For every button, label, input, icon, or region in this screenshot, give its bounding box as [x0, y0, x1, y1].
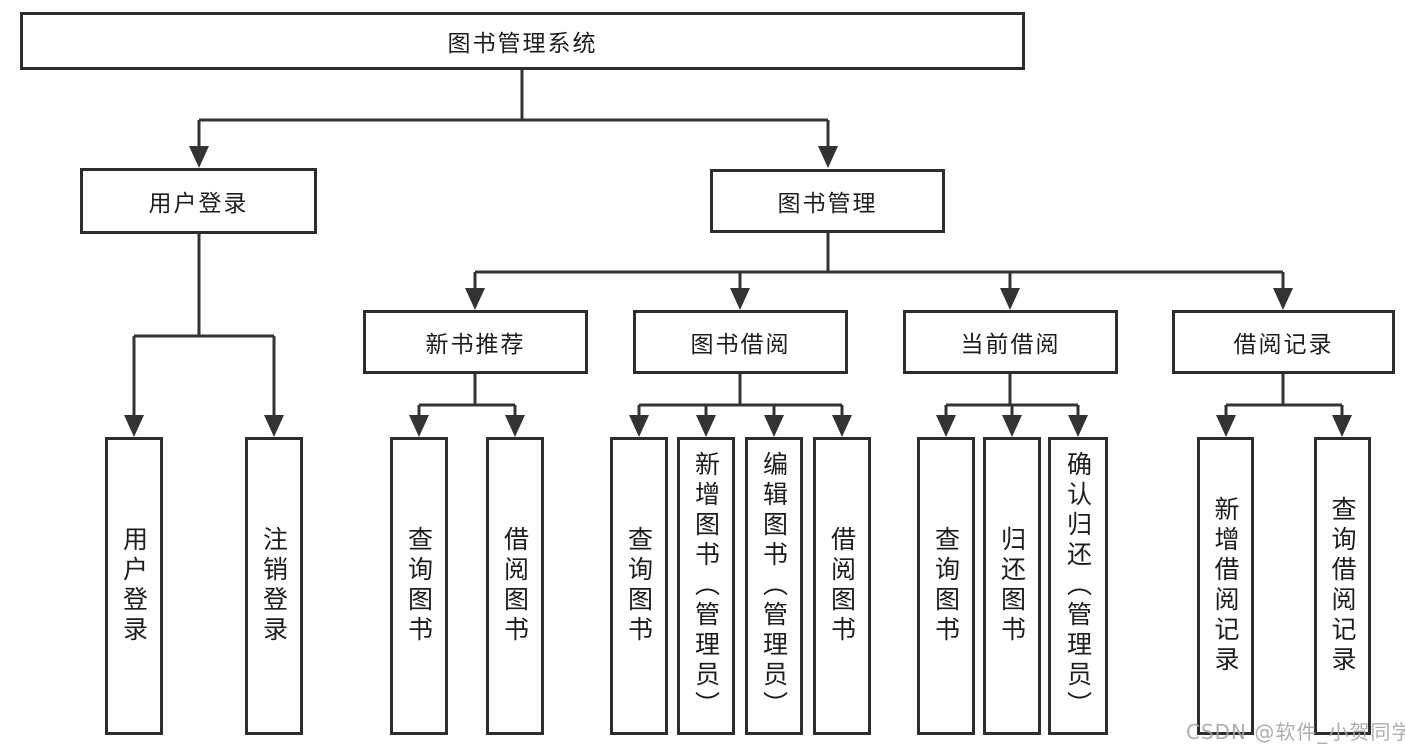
leaf-add-book-admin-label: 新增图书（管理员）: [691, 451, 721, 721]
leaf-borrow-books-2: 借阅图书: [813, 437, 871, 735]
leaf-edit-book-admin-label: 编辑图书（管理员）: [759, 451, 789, 721]
leaf-query-borrow-record-label: 查询借阅记录: [1328, 496, 1357, 676]
leaf-confirm-return-admin: 确认归还（管理员）: [1048, 437, 1108, 735]
arrowheads: [124, 146, 1352, 437]
node-user-login-label: 用户登录: [148, 191, 249, 217]
node-book-management: 图书管理: [710, 169, 945, 233]
leaf-confirm-return-admin-label: 确认归还（管理员）: [1063, 451, 1093, 721]
node-book-management-label: 图书管理: [777, 191, 878, 217]
leaf-query-books-3-label: 查询图书: [931, 526, 961, 646]
node-current-borrowing: 当前借阅: [903, 310, 1118, 374]
leaf-logout: 注销登录: [245, 437, 303, 735]
leaf-add-borrow-record-label: 新增借阅记录: [1211, 496, 1240, 676]
node-new-book-recommendation: 新书推荐: [363, 310, 588, 374]
leaf-query-books-1-label: 查询图书: [404, 526, 434, 646]
leaf-query-books-2: 查询图书: [610, 437, 668, 735]
node-book-borrowing: 图书借阅: [633, 310, 848, 374]
watermark: CSDN @软件_小贺同学: [1186, 720, 1405, 744]
leaf-user-login-label: 用户登录: [119, 526, 149, 646]
node-user-login: 用户登录: [80, 168, 317, 234]
leaf-borrow-books-1-label: 借阅图书: [500, 526, 530, 646]
leaf-query-books-1: 查询图书: [390, 437, 448, 735]
node-root-label: 图书管理系统: [447, 31, 598, 57]
leaf-query-books-3: 查询图书: [917, 437, 975, 735]
node-new-book-recommendation-label: 新书推荐: [425, 332, 526, 358]
node-root: 图书管理系统: [20, 12, 1025, 70]
leaf-logout-label: 注销登录: [259, 526, 289, 646]
leaf-borrow-books-2-label: 借阅图书: [827, 526, 857, 646]
leaf-return-book: 归还图书: [983, 437, 1041, 735]
node-book-borrowing-label: 图书借阅: [690, 332, 791, 358]
leaf-add-book-admin: 新增图书（管理员）: [677, 437, 735, 735]
leaf-query-borrow-record: 查询借阅记录: [1314, 437, 1371, 735]
node-borrowing-records-label: 借阅记录: [1233, 332, 1334, 358]
leaf-add-borrow-record: 新增借阅记录: [1197, 437, 1254, 735]
leaf-borrow-books-1: 借阅图书: [486, 437, 544, 735]
node-current-borrowing-label: 当前借阅: [960, 332, 1061, 358]
leaf-user-login: 用户登录: [105, 437, 163, 735]
leaf-edit-book-admin: 编辑图书（管理员）: [745, 437, 803, 735]
leaf-query-books-2-label: 查询图书: [624, 526, 654, 646]
leaf-return-book-label: 归还图书: [997, 526, 1027, 646]
node-borrowing-records: 借阅记录: [1172, 310, 1395, 374]
